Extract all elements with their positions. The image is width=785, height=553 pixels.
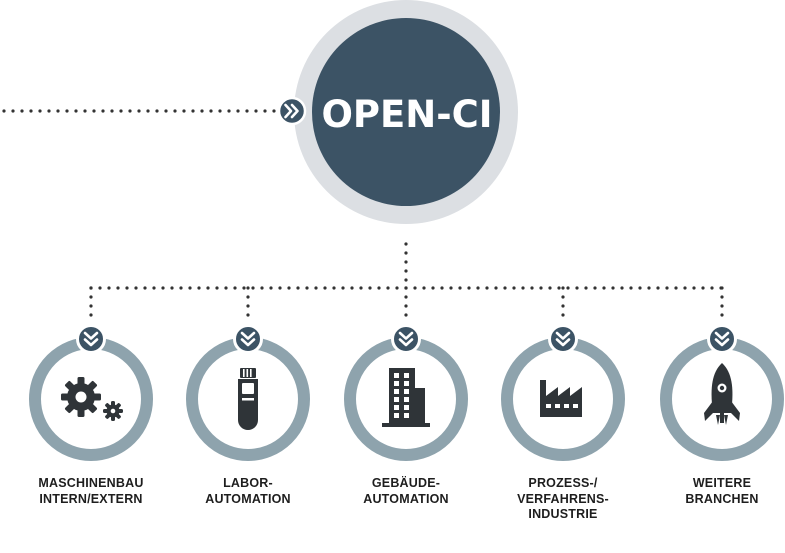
gears-icon: [61, 377, 123, 421]
factory-icon: [540, 380, 582, 417]
sector-label-line: AUTOMATION: [205, 491, 291, 506]
sector-label-line: LABOR-: [223, 476, 273, 490]
sector-node: [660, 286, 784, 461]
test-tube-icon: [238, 368, 258, 430]
central-node: [312, 18, 500, 206]
sector-label-line: INTERN/EXTERN: [39, 491, 143, 506]
sector-node: [186, 286, 310, 461]
building-icon: [382, 368, 430, 427]
sector-label-line: GEBÄUDE-: [371, 476, 441, 490]
sector-label-line: MASCHINENBAU: [38, 476, 144, 490]
sector-label-line: AUTOMATION: [363, 491, 449, 506]
rocket-icon: [704, 363, 740, 425]
down-chevron-icon: [548, 324, 578, 354]
sector-label-line: PROZESS-/: [528, 476, 598, 490]
sector-label-line: INDUSTRIE: [528, 507, 598, 521]
down-chevron-icon: [391, 324, 421, 354]
sector-label-line: VERFAHRENS-: [517, 491, 609, 506]
down-chevron-icon: [76, 324, 106, 354]
sector-label: PROZESS-/VERFAHRENS-INDUSTRIE: [498, 476, 628, 523]
sector-nodes: [29, 286, 784, 461]
sector-label: GEBÄUDE-AUTOMATION: [341, 476, 471, 507]
sector-node: [344, 286, 468, 461]
entry-chevron-icon: [277, 96, 307, 126]
sector-label: LABOR-AUTOMATION: [183, 476, 313, 507]
central-node-title: OPEN-CI: [321, 93, 492, 136]
down-chevron-icon: [707, 324, 737, 354]
sector-node: [501, 286, 625, 461]
sector-node: [29, 286, 153, 461]
down-chevron-icon: [233, 324, 263, 354]
sector-label-line: BRANCHEN: [685, 491, 759, 506]
sector-label-line: WEITERE: [692, 476, 752, 490]
